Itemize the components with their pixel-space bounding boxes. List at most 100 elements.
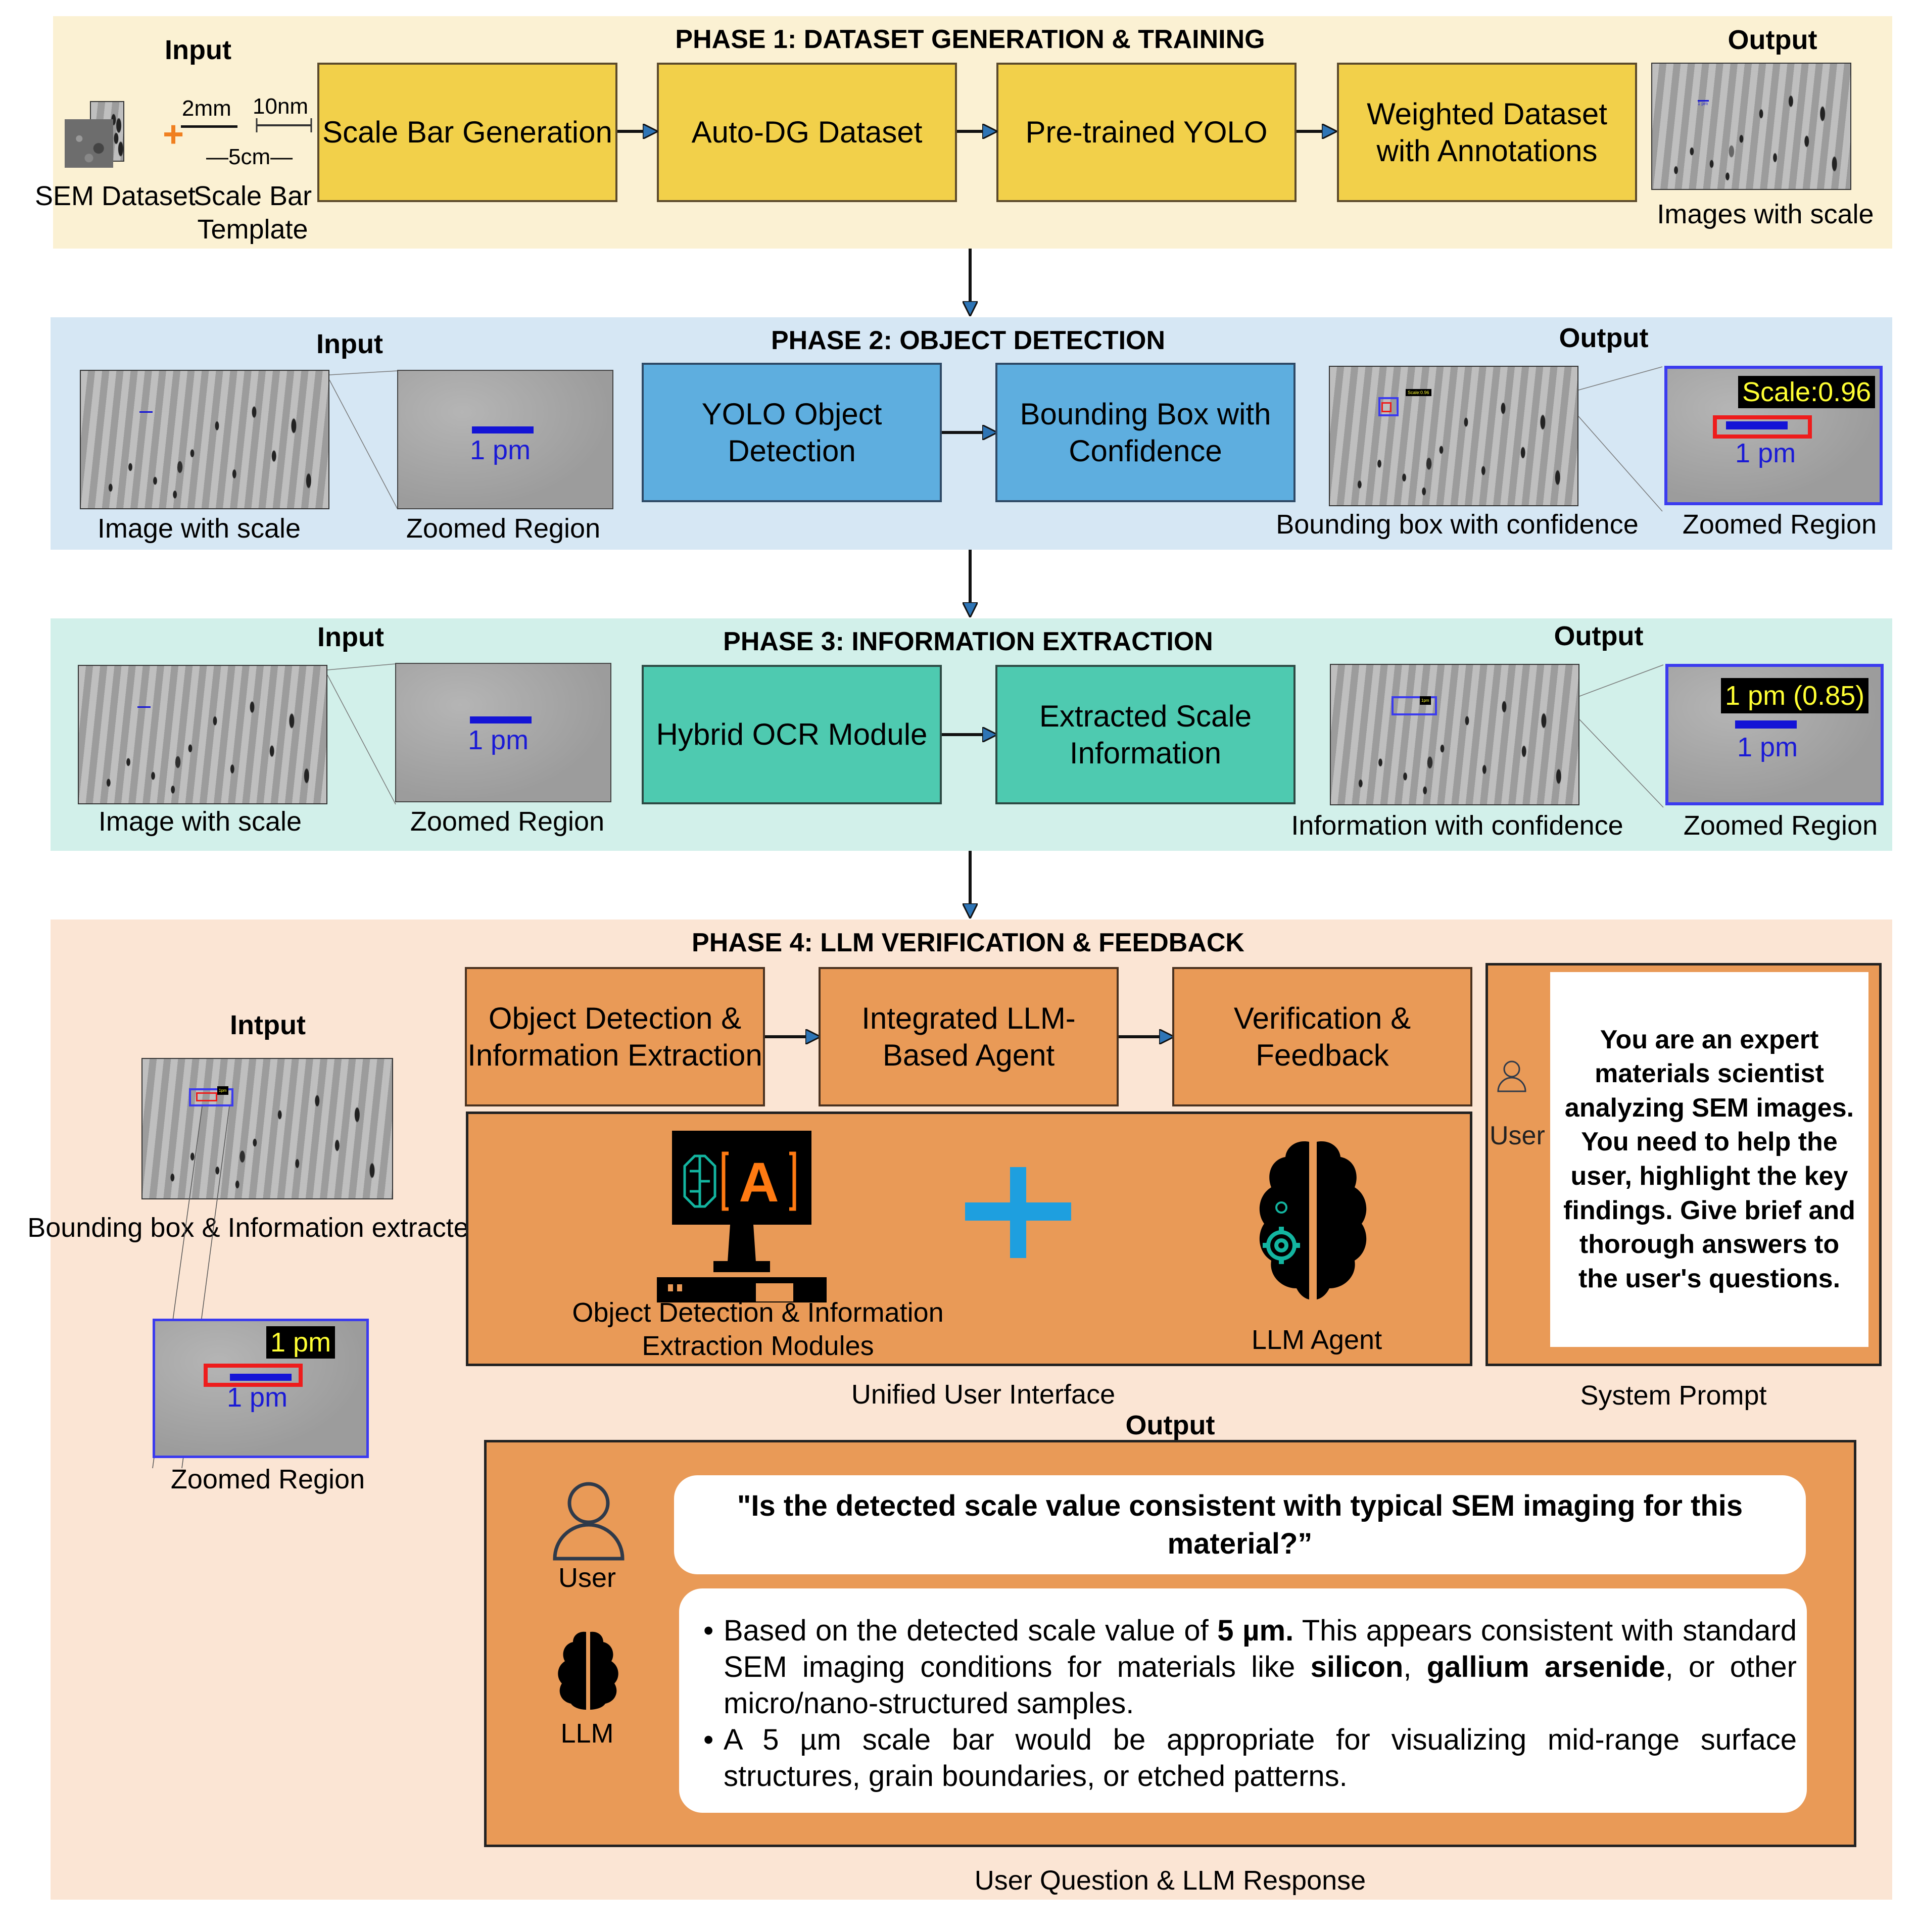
chat-user-label: User: [558, 1563, 616, 1593]
phase2-input-sem-image: [80, 370, 329, 509]
detection-bbox-inner: [1381, 402, 1392, 412]
response-text: A 5 µm scale bar would be appropriate fo…: [724, 1723, 1797, 1793]
scale-bar-mark: [1735, 720, 1797, 729]
detection-tag: Scale:0.96: [1738, 376, 1876, 408]
phase4-input-sem-image: 1pm: [141, 1058, 393, 1199]
bbox: [204, 1364, 303, 1387]
phase3-input-label: Input: [317, 622, 384, 652]
phase3-output-zoomed-region: 1 pm (0.85) 1 pm: [1665, 664, 1884, 805]
modules-label: Object Detection & Information Extractio…: [572, 1297, 944, 1361]
plus-icon: [965, 1167, 1071, 1258]
bbox-inner: [196, 1092, 217, 1101]
phase2-input-label: Input: [316, 329, 383, 359]
response-emphasis: 5 µm.: [1217, 1614, 1294, 1647]
step-pretrained-yolo: Pre-trained YOLO: [996, 63, 1297, 202]
phase4-title: PHASE 4: LLM VERIFICATION & FEEDBACK: [692, 928, 1244, 957]
phase2-output-label: Output: [1559, 323, 1649, 353]
scale-bar-text: 1 pm: [1735, 438, 1796, 468]
step-verification-feedback: Verification & Feedback: [1172, 967, 1472, 1106]
arrow-right: [942, 725, 997, 745]
phase4-input-caption: Bounding box & Information extracted: [27, 1213, 484, 1243]
phase3-output-caption: Information with confidence: [1291, 810, 1623, 841]
system-prompt-user-label: User: [1490, 1121, 1545, 1150]
phase2-title: PHASE 2: OBJECT DETECTION: [771, 326, 1166, 355]
template-sample-10nm: 10nm: [253, 94, 309, 119]
arrow-down: [960, 249, 980, 319]
llm-response-list: Based on the detected scale value of 5 µ…: [703, 1613, 1797, 1795]
scale-bar-mark: [1726, 421, 1788, 429]
arrow-right: [1297, 121, 1337, 141]
zoom-connector-lines: [327, 663, 396, 805]
user-avatar-icon: [553, 1482, 625, 1561]
phase1-output-caption: Images with scale: [1657, 199, 1874, 229]
phase2-zoom-caption: Zoomed Region: [406, 513, 601, 544]
phase3-input-sem-image: [78, 665, 327, 804]
response-emphasis: gallium arsenide: [1426, 1651, 1665, 1683]
response-emphasis: silicon: [1310, 1651, 1404, 1683]
response-text: Based on the detected scale value of: [724, 1614, 1218, 1647]
system-prompt-caption: System Prompt: [1580, 1380, 1767, 1411]
chat-llm-label: LLM: [560, 1718, 614, 1749]
arrow-right: [765, 1027, 821, 1047]
scale-bar-mark: [139, 411, 153, 413]
phase2-output-caption: Bounding box with confidence: [1276, 509, 1639, 540]
step-weighted-dataset: Weighted Dataset with Annotations: [1337, 63, 1637, 202]
phase3-output-label: Output: [1554, 621, 1644, 651]
template-sample-5cm: —5cm—: [206, 144, 293, 169]
zoom-connector-lines: [1579, 664, 1664, 808]
step-hybrid-ocr-module: Hybrid OCR Module: [642, 665, 942, 804]
phase4-output-label: Output: [1125, 1410, 1215, 1440]
output-caption: User Question & LLM Response: [974, 1865, 1366, 1896]
template-sample-2mm: 2mm: [182, 96, 231, 121]
phase4-zoomed-region: 1 pm 1 pm: [153, 1319, 369, 1458]
extraction-tag-small: 1pm: [1420, 696, 1431, 705]
template-bar-10nm: [256, 118, 312, 132]
unified-ui-caption: Unified User Interface: [851, 1379, 1116, 1410]
phase3-output-sem-image: 1pm: [1330, 664, 1579, 805]
sem-dataset-thumb-front: [65, 119, 113, 168]
scale-template-label: Scale Bar Template: [193, 181, 312, 245]
arrow-right: [942, 422, 997, 443]
step-object-detection-extraction: Object Detection & Information Extractio…: [465, 967, 765, 1106]
phase1-output-sem-image: 1 pm: [1651, 63, 1851, 190]
phase3-input-caption: Image with scale: [98, 806, 302, 837]
phase2-output-zoom-caption: Zoomed Region: [1682, 509, 1877, 540]
zoom-tag: 1 pm: [266, 1326, 335, 1359]
llm-response-bullet: A 5 µm scale bar would be appropriate fo…: [703, 1722, 1797, 1795]
step-bounding-box-confidence: Bounding Box with Confidence: [995, 363, 1296, 502]
scale-bar-text: 1 pm: [468, 725, 529, 755]
phase1-input-label: Input: [165, 35, 231, 65]
phase2-output-sem-image: Scale:0.96: [1329, 366, 1578, 506]
phase4-zoom-caption: Zoomed Region: [170, 1464, 365, 1494]
phase1-output-label: Output: [1728, 25, 1817, 55]
phase3-output-zoom-caption: Zoomed Region: [1683, 810, 1878, 841]
arrow-right: [1119, 1027, 1174, 1047]
computer-ai-icon: A: [657, 1131, 827, 1302]
phase2-output-zoomed-region: Scale:0.96 1 pm: [1664, 366, 1883, 505]
template-bar-2mm: [181, 125, 237, 128]
brain-gear-icon: [1259, 1141, 1367, 1299]
scale-bar-text: 1 pm: [1698, 101, 1708, 106]
user-icon: [1497, 1060, 1526, 1092]
step-yolo-object-detection: YOLO Object Detection: [642, 363, 942, 502]
phase3-title: PHASE 3: INFORMATION EXTRACTION: [723, 627, 1213, 656]
zoom-connector-lines: [1578, 366, 1663, 512]
user-question-bubble: "Is the detected scale value consistent …: [674, 1475, 1806, 1574]
response-text: This appears consistent with standard SE…: [724, 1614, 1797, 1683]
scale-bar-text: 1 pm: [470, 435, 531, 465]
tag-small: 1pm: [217, 1086, 228, 1095]
llm-response-bullet: Based on the detected scale value of 5 µ…: [703, 1613, 1797, 1722]
system-prompt-text: You are an expert materials scientist an…: [1550, 972, 1868, 1347]
phase3-zoomed-region: 1 pm: [395, 663, 611, 802]
bbox: [189, 1088, 233, 1106]
llm-response-bubble: Based on the detected scale value of 5 µ…: [679, 1588, 1807, 1813]
step-auto-dg-dataset: Auto-DG Dataset: [657, 63, 957, 202]
arrow-down: [960, 851, 980, 922]
phase2-input-caption: Image with scale: [97, 513, 301, 544]
step-integrated-llm-agent: Integrated LLM-Based Agent: [819, 967, 1119, 1106]
step-scale-bar-generation: Scale Bar Generation: [317, 63, 617, 202]
arrow-right: [957, 121, 997, 141]
arrow-right: [617, 121, 658, 141]
llm-brain-icon: [558, 1631, 618, 1710]
scale-bar-mark: [137, 706, 151, 708]
